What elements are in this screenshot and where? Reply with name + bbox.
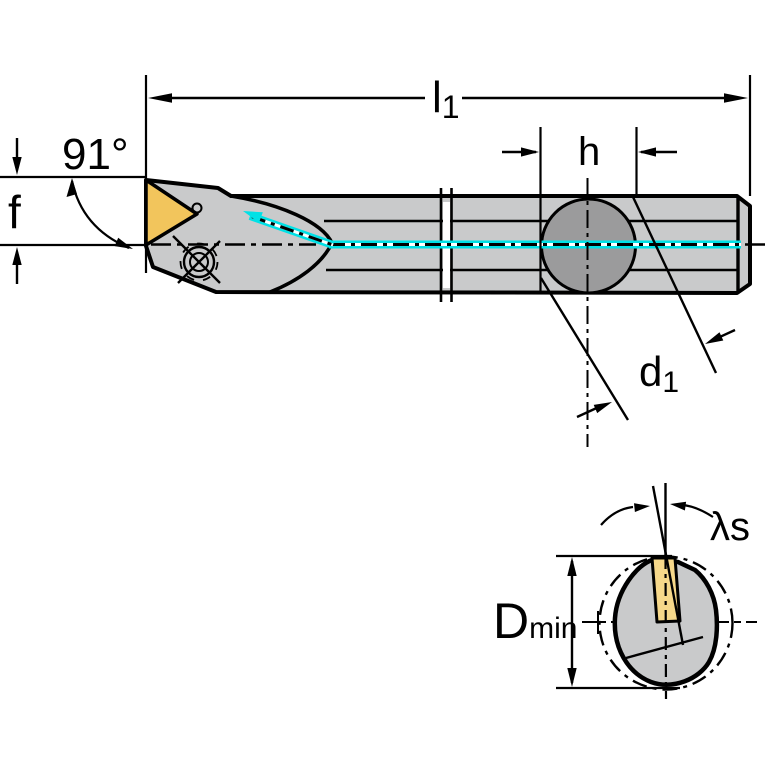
dmin-arrow-top <box>567 557 577 576</box>
h-arrow-left <box>521 147 539 157</box>
d1-ext-left <box>539 277 630 421</box>
label-lambda-s: λs <box>710 505 750 549</box>
dimension-d1: d1 <box>539 196 736 421</box>
l1-arrow-left <box>148 93 172 103</box>
lambda-arrow-left <box>634 503 650 512</box>
angle-arrow-top <box>66 178 77 197</box>
f-arrow-bottom <box>12 247 22 265</box>
pocket-chord <box>625 635 704 660</box>
dimension-l1: l1 <box>144 73 752 273</box>
lambda-arrow-right <box>670 501 687 511</box>
d1-arrow-upper <box>705 332 724 344</box>
label-h: h <box>578 130 600 174</box>
coolant-channel <box>243 211 741 249</box>
lambda-tilt-line <box>651 485 685 646</box>
head-screw-icon <box>172 235 221 284</box>
side-view <box>144 178 767 302</box>
angle-arrow-bottom <box>114 237 133 249</box>
d1-arrow-lower <box>593 402 612 414</box>
d1-ext-right <box>631 196 718 374</box>
coolant-arrow <box>243 211 263 223</box>
dimension-f: f <box>0 138 146 284</box>
dimension-dmin: Dmin <box>493 554 680 690</box>
dimension-h: h <box>502 127 677 447</box>
end-vertical-centerline <box>664 555 668 700</box>
f-arrow-top <box>12 157 22 175</box>
label-angle: 91° <box>62 130 129 179</box>
h-arrow-right <box>638 147 656 157</box>
label-dmin: Dmin <box>493 593 577 649</box>
dimension-lambda-s: λs <box>600 483 750 646</box>
dimension-angle: 91° <box>62 130 133 250</box>
label-d1: d1 <box>639 348 679 399</box>
label-f: f <box>8 186 21 238</box>
l1-arrow-right <box>724 93 748 103</box>
end-view: λs Dmin <box>493 483 757 700</box>
label-l1: l1 <box>432 73 460 125</box>
dmin-arrow-bottom <box>567 668 577 687</box>
